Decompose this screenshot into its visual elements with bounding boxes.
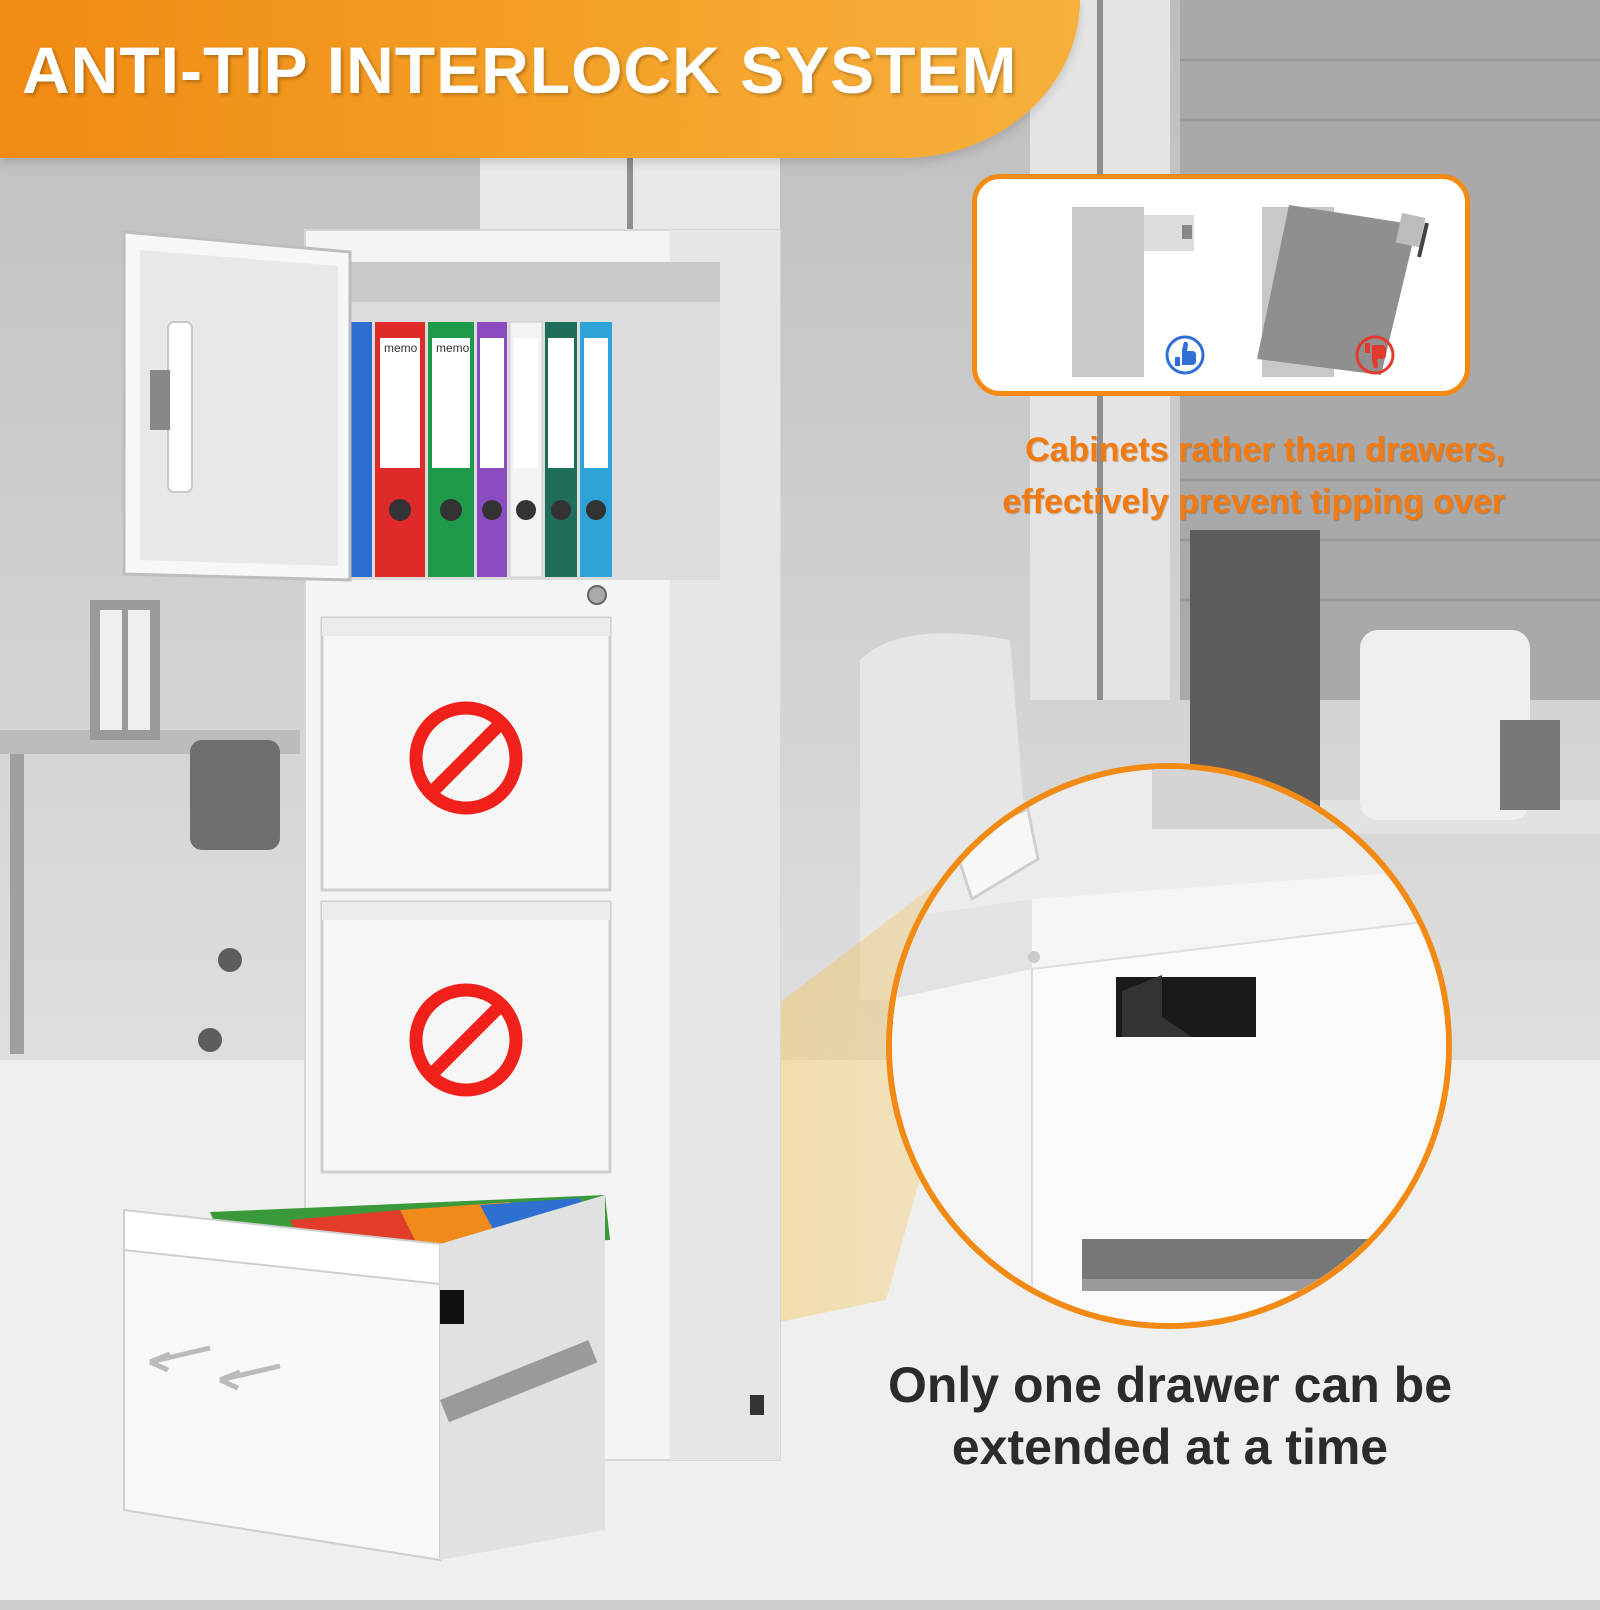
binder-label: memo [436,341,470,355]
title-banner: ANTI-TIP INTERLOCK SYSTEM [0,0,1080,158]
caption-cabinets: Cabinets rather than drawers, effectivel… [905,424,1505,528]
caption-cabinets-line1: Cabinets rather than drawers, [1025,431,1505,469]
caption-drawer: Only one drawer can be extended at a tim… [860,1354,1480,1478]
binder-label: memo [384,341,418,355]
prohibited-icon [409,983,523,1097]
prohibited-icon [409,701,523,815]
interlock-detail-zoom [886,763,1452,1329]
lock-icon [587,585,607,605]
binders: memo memo [350,321,612,578]
caption-cabinets-line2: effectively prevent tipping over [1002,483,1505,521]
filing-cabinet: memo memo [122,229,781,1562]
cabinet-door [122,230,352,582]
open-drawer [123,1195,610,1562]
page-title: ANTI-TIP INTERLOCK SYSTEM [22,33,1018,107]
thumbs-up-icon [1165,335,1205,375]
interlock-latch [1116,975,1256,1037]
thumbs-down-icon [1355,335,1395,375]
comparison-illustration [1072,205,1429,377]
interlock-detail [892,769,1446,1323]
caption-drawer-line1: Only one drawer can be [887,1357,1453,1413]
comparison-panel [972,174,1470,396]
caption-drawer-line2: extended at a time [951,1419,1389,1475]
